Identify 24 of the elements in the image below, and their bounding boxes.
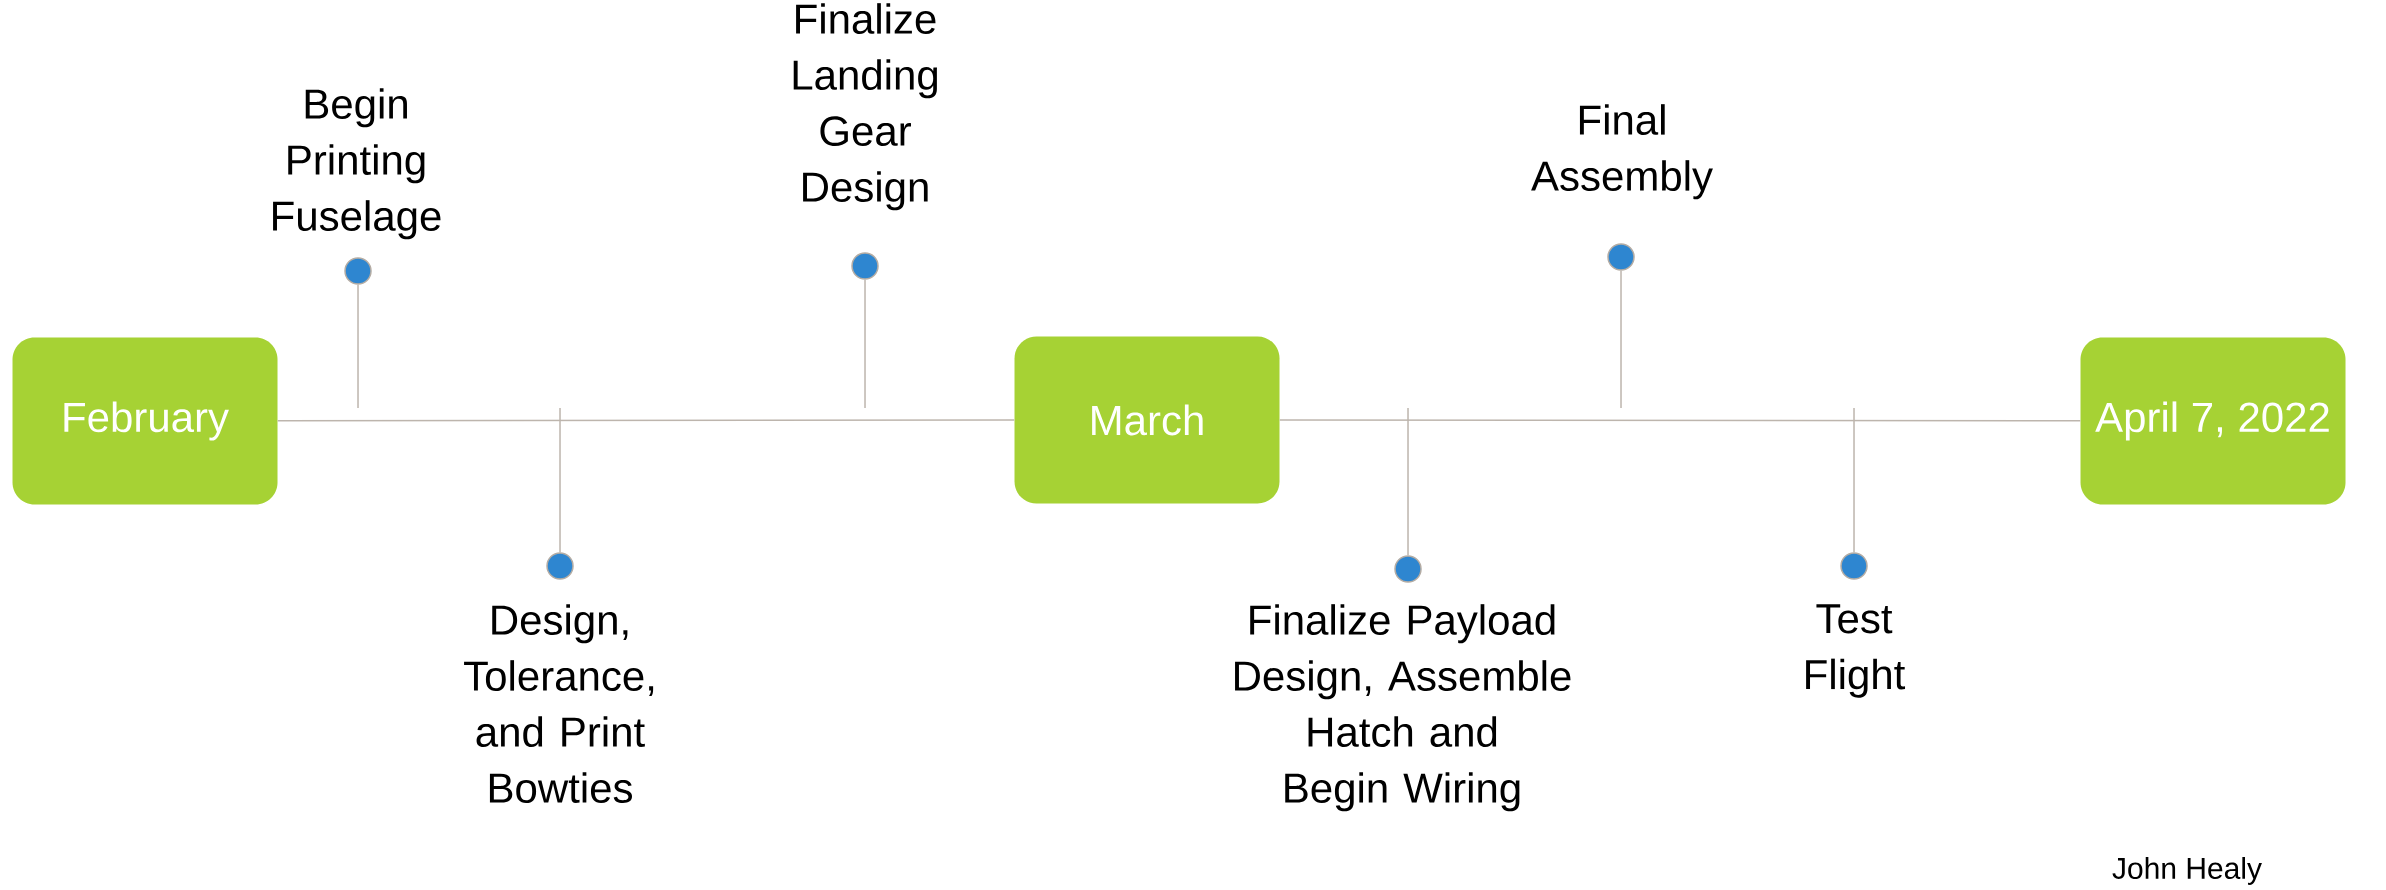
- milestone-text: Finalize Landing Gear Design: [793, 3, 937, 211]
- milestone-dot: [344, 257, 372, 285]
- milestone-text: Test Flight: [1806, 604, 1906, 698]
- milestone-text: Begin Printing Fuselage: [273, 88, 441, 240]
- author-name: John Healy: [2112, 857, 2262, 885]
- month-box: February: [12, 337, 278, 505]
- milestone-dot: [1607, 243, 1635, 271]
- stem-line: [1407, 407, 1409, 556]
- timeline-line: [276, 419, 1016, 422]
- stem-line: [864, 279, 866, 409]
- milestone-text: Design, Tolerance, and Print Bowties: [464, 604, 654, 803]
- month-box: April 7, 2022: [2080, 337, 2346, 505]
- month-box: March: [1014, 336, 1280, 504]
- milestone-dot: [1840, 552, 1868, 580]
- stem-line: [357, 284, 359, 409]
- stem-line: [1853, 407, 1855, 553]
- stem-line: [559, 407, 561, 553]
- milestone-text: Finalize Payload Design, Assemble Hatch and Begin Wiring: [1235, 604, 1571, 812]
- timeline-line: [1278, 419, 2082, 422]
- milestone-text: Final Assembly: [1531, 104, 1713, 200]
- stem-line: [1620, 270, 1622, 409]
- milestone-dot: [1394, 555, 1422, 583]
- milestone-dot: [851, 252, 879, 280]
- milestone-dot: [546, 552, 574, 580]
